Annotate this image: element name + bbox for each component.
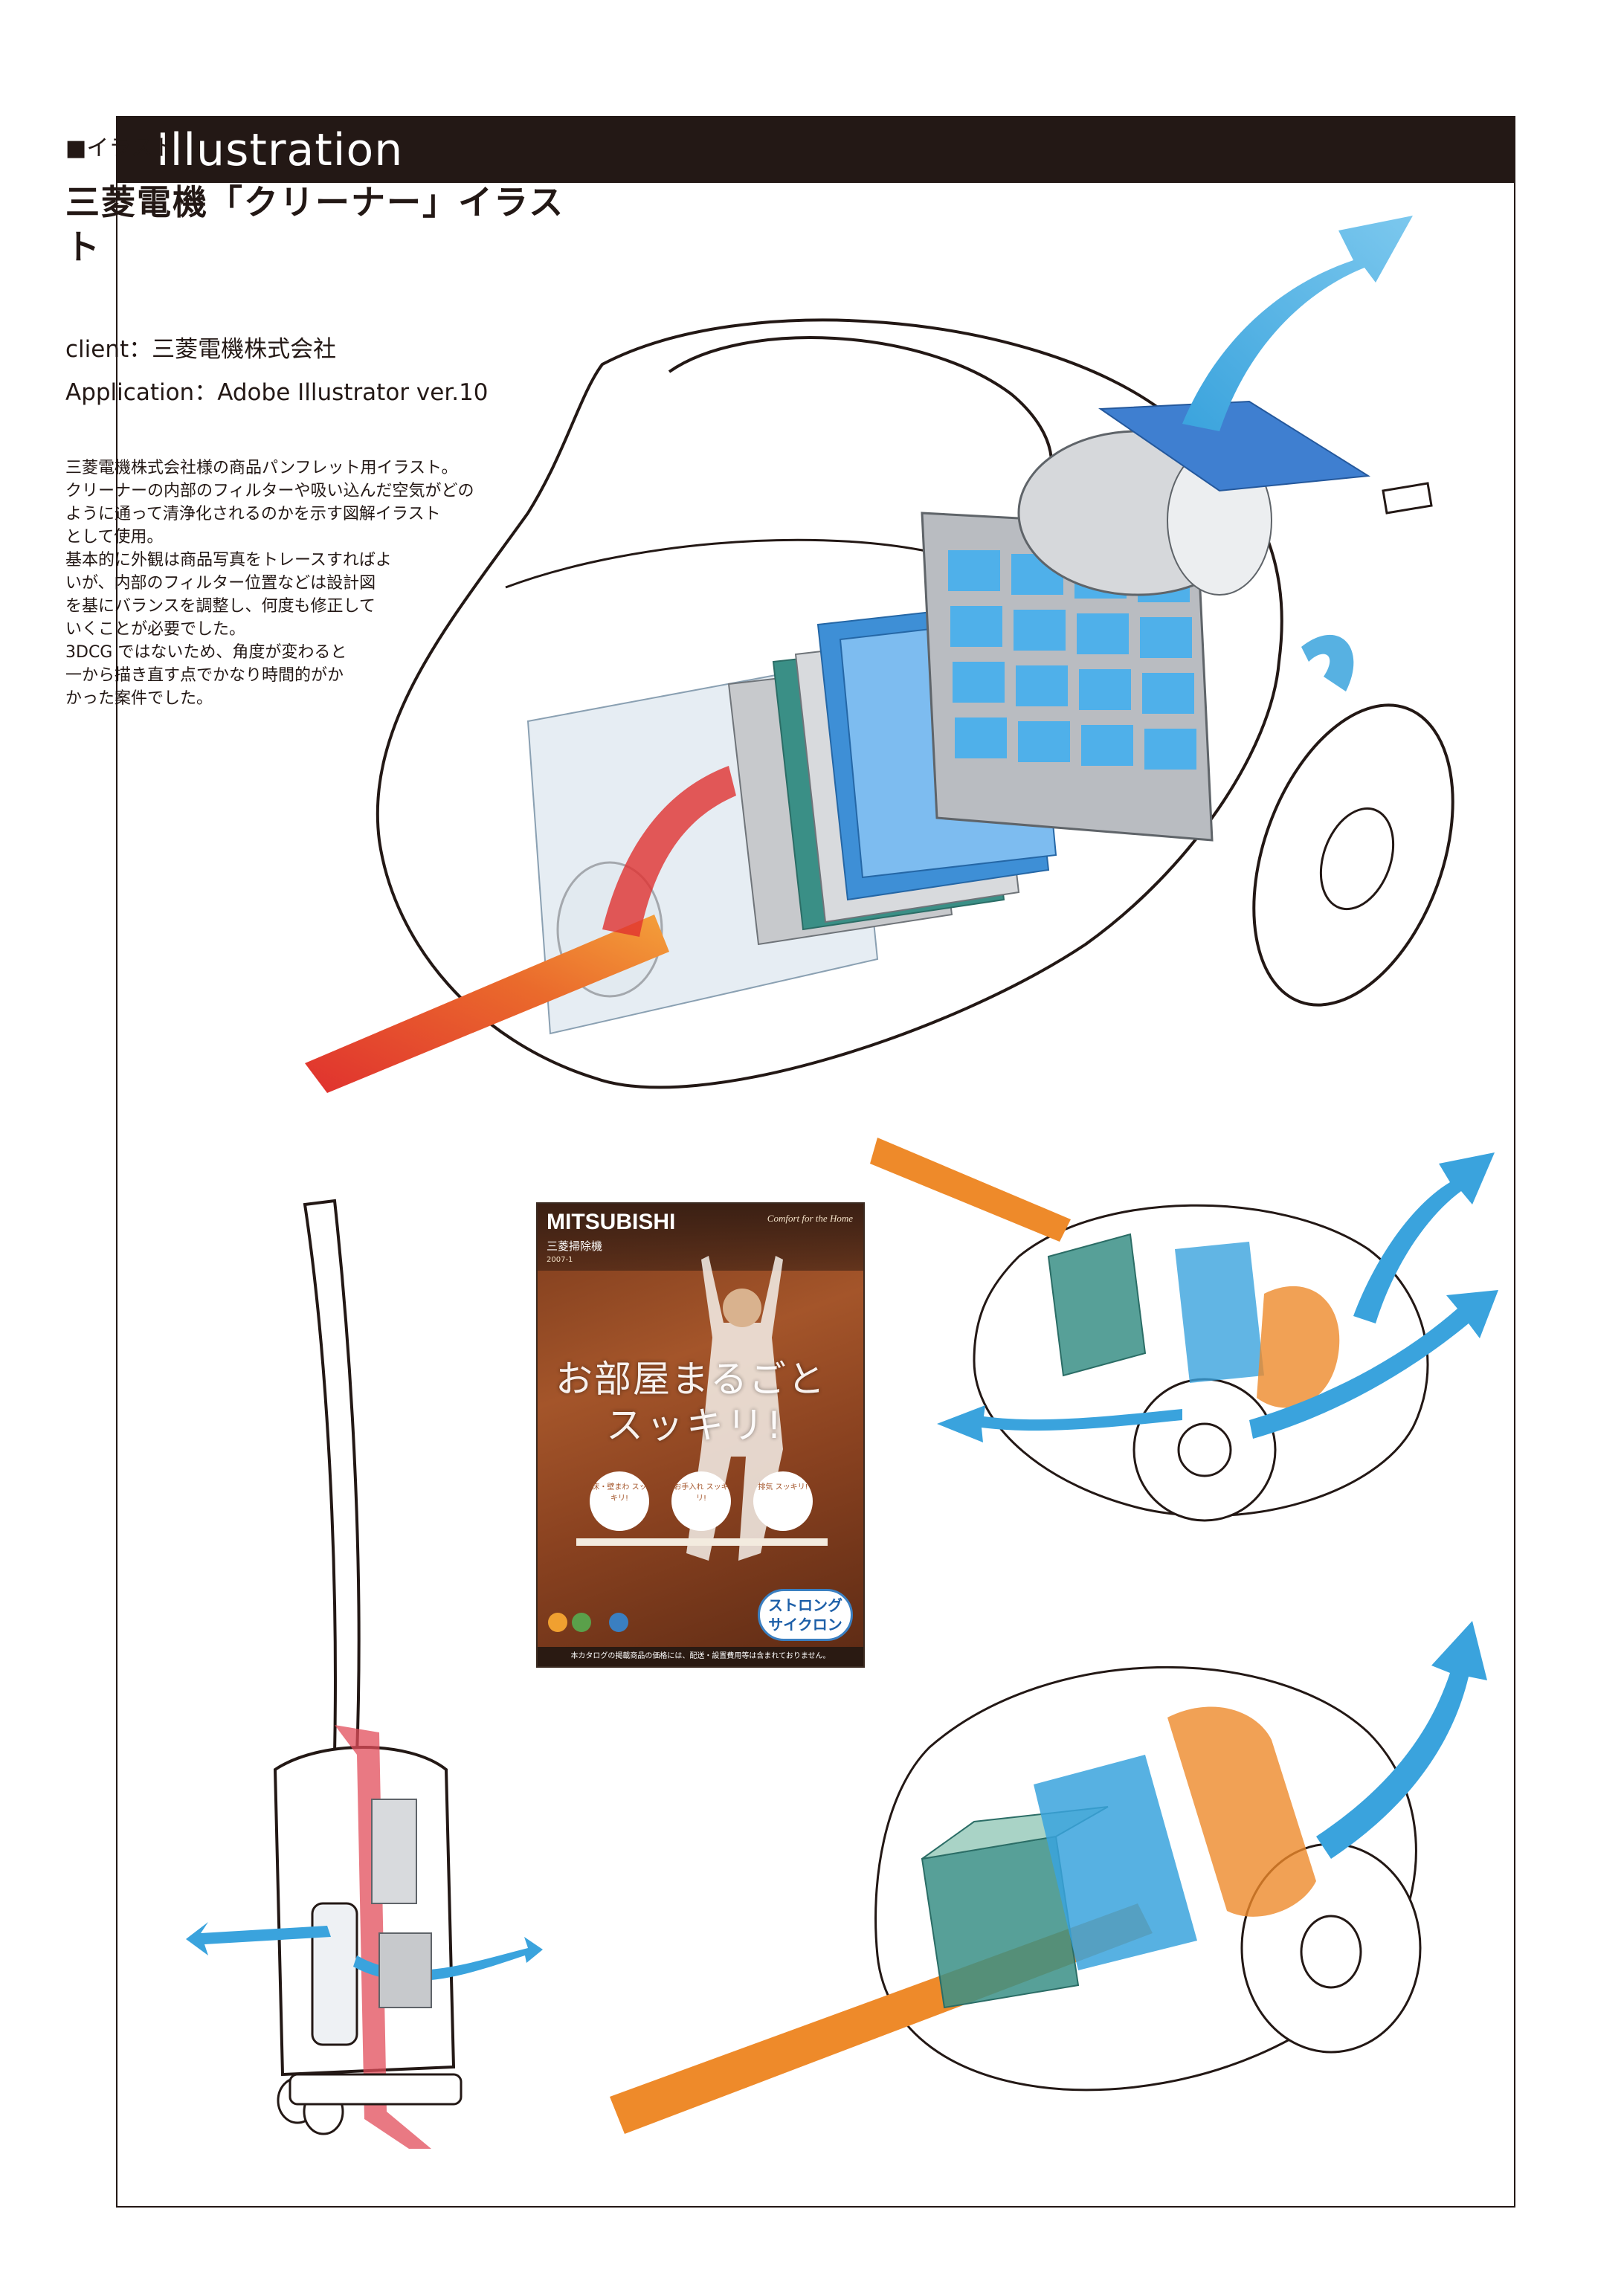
canister2-blue-arrow-right	[1249, 1290, 1498, 1439]
stick-cleaner-illustration	[186, 1199, 543, 2149]
rear-wheel-hub	[1319, 807, 1395, 911]
brochure-bubble-caption	[658, 1538, 746, 1546]
brochure-bubble-caption	[740, 1538, 828, 1546]
header-title: Illustration	[156, 124, 404, 176]
main-cleaner-illustration	[305, 216, 1454, 1093]
intake-arrow	[305, 915, 669, 1093]
page-frame: Illustration	[116, 116, 1515, 2208]
brochure-bubble: 床・壁まわ スッキリ!	[590, 1471, 649, 1531]
brochure-bubble: お手入れ スッキリ!	[671, 1471, 731, 1531]
client-line: client：三菱電機株式会社	[65, 336, 337, 363]
stick-handle	[303, 1199, 361, 1756]
info-text-block: ■イラスト 三菱電機「クリーナー」イラスト client：三菱電機株式会社 Ap…	[65, 134, 586, 710]
brochure-date: 2007-1	[547, 1256, 573, 1264]
exhaust-arrow	[1182, 216, 1413, 431]
brochure-bubble-caption	[576, 1538, 664, 1546]
stick-vent	[378, 1932, 432, 2008]
brochure-bubble: 排気 スッキリ!	[753, 1471, 813, 1531]
canister3-orange-filter	[1167, 1706, 1316, 1917]
description-line: として使用。	[65, 528, 164, 546]
description-line: 基本的に外観は商品写真をトレースすればよ	[65, 551, 392, 570]
brochure-brand: MITSUBISHI	[547, 1210, 676, 1234]
canister2-orange-disc	[1257, 1286, 1340, 1408]
canister3-blue-exhaust-arrow	[1316, 1621, 1487, 1859]
description: 三菱電機株式会社様の商品パンフレット用イラスト。 クリーナーの内部のフィルターや…	[65, 457, 586, 710]
brochure-tagline: Comfort for the Home	[767, 1213, 853, 1224]
description-line: いが、内部のフィルター位置などは設計図	[65, 574, 376, 593]
page-title: 三菱電機「クリーナー」イラスト	[65, 182, 565, 267]
description-line: を基にバランスを調整し、何度も修正して	[65, 597, 376, 616]
eco-mark-icon	[609, 1613, 628, 1632]
description-line: 3DCG ではないため、角度が変わると	[65, 643, 347, 662]
brochure-header	[538, 1204, 863, 1271]
description-line: 一から描き直す点でかなり時間的がか	[65, 666, 344, 685]
canister2-wheel-hub	[1177, 1422, 1232, 1477]
canister2-blue-arrow-left	[937, 1405, 1182, 1442]
description-line: 三菱電機株式会社様の商品パンフレット用イラスト。	[65, 459, 458, 477]
brochure-headline-1: お部屋まるごと	[555, 1358, 826, 1401]
canister3-blue-filter	[1034, 1755, 1197, 1970]
description-line: いくことが必要でした。	[65, 620, 246, 639]
stick-grid-filter	[371, 1799, 417, 1904]
section-label: ■イラスト	[65, 135, 175, 161]
brochure-footer: 本カタログの掲載商品の価格には、配送・設置費用等は含まれておりません。	[538, 1647, 863, 1666]
canister2-orange-intake-arrow	[870, 1138, 1071, 1242]
brochure-product: 三菱掃除機	[547, 1239, 603, 1253]
canister3-wheel-hub	[1300, 1915, 1362, 1989]
eco-mark-icon	[572, 1613, 591, 1632]
description-line: ように通って清浄化されるのかを示す図解イラスト	[65, 505, 441, 523]
description-line: かった案件でした。	[65, 689, 213, 708]
stick-blue-arrow-left	[186, 1922, 331, 1955]
description-line: クリーナーの内部のフィルターや吸い込んだ空気がどの	[65, 482, 474, 500]
eco-mark-icon	[548, 1613, 567, 1632]
stick-base	[289, 2073, 463, 2106]
inner-blue-arrow	[1301, 634, 1354, 691]
brochure-image: MITSUBISHI 三菱掃除機 Comfort for the Home 20…	[536, 1202, 865, 1668]
intake-curve-arrow	[602, 766, 736, 937]
power-plug	[1382, 482, 1433, 515]
canister2-blue-arrow-up	[1353, 1152, 1495, 1323]
brochure-headline-2: スッキリ!	[606, 1404, 785, 1447]
canister-cleaner-illustration-3	[610, 1621, 1487, 2134]
canister-cleaner-illustration-2	[870, 1138, 1498, 1522]
brochure-badge: ストロング サイクロン	[758, 1589, 853, 1641]
header-bar: Illustration	[117, 117, 1514, 183]
application-line: Application：Adobe Illustrator ver.10	[65, 379, 489, 406]
dust-bin	[311, 1902, 358, 2046]
canister2-dust-box	[1047, 1233, 1147, 1377]
canister2-blue-filter	[1175, 1242, 1264, 1383]
